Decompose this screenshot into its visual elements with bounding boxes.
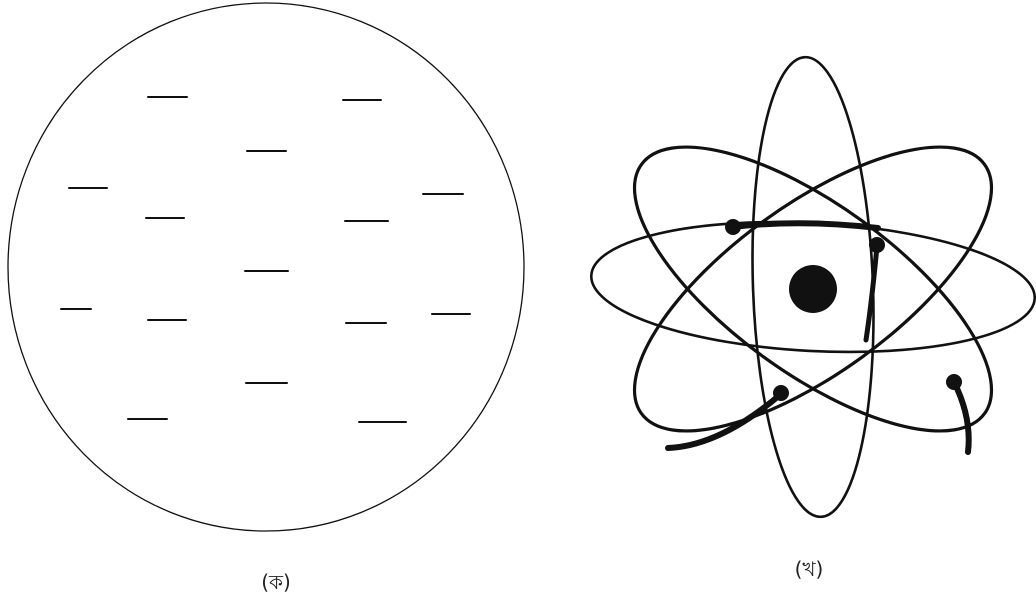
orbit-trail bbox=[954, 382, 969, 452]
electron bbox=[869, 237, 885, 253]
negative-charges bbox=[61, 97, 470, 422]
electron bbox=[946, 374, 962, 390]
sphere-outline bbox=[8, 3, 524, 531]
caption-sphere-model: (ক) bbox=[236, 568, 316, 601]
nucleus bbox=[789, 265, 837, 313]
electron bbox=[773, 385, 789, 401]
orbit-trail bbox=[733, 223, 878, 228]
electron bbox=[725, 219, 741, 235]
caption-atom-model: (খ) bbox=[769, 555, 849, 588]
sphere-model bbox=[8, 3, 524, 531]
atom-model bbox=[588, 55, 1036, 519]
